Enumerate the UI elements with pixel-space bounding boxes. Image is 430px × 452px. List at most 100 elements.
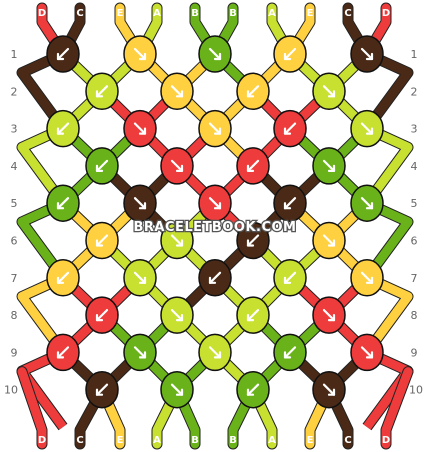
arrow-down-right-icon	[322, 234, 336, 247]
row-number-left: 6	[11, 235, 18, 248]
knot	[236, 370, 270, 409]
bottom-strand-label: D	[382, 435, 390, 446]
top-strand-label: E	[307, 8, 314, 19]
row-number-left: 4	[11, 160, 18, 173]
arrow-down-right-icon	[208, 47, 222, 61]
knot	[46, 259, 80, 297]
knot	[85, 72, 119, 111]
top-strand-label: A	[153, 8, 161, 19]
arrow-down-right-icon	[133, 122, 147, 135]
arrow-down-left-icon	[95, 234, 109, 247]
knot	[273, 184, 307, 222]
arrow-down-right-icon	[360, 271, 374, 284]
knot	[160, 72, 194, 111]
row-number-right: 1	[411, 48, 418, 61]
knot	[312, 296, 346, 334]
top-strand-label: D	[382, 8, 390, 19]
row-number-right: 9	[411, 346, 418, 359]
row-number-left: 8	[11, 309, 18, 322]
arrow-down-left-icon	[283, 122, 297, 135]
bottom-strand-label: E	[307, 435, 314, 446]
watermark: BRACELETBOOK.COM	[134, 220, 297, 235]
knot	[46, 109, 80, 148]
arrow-down-left-icon	[95, 85, 109, 98]
knot	[123, 109, 157, 148]
knot	[198, 333, 232, 372]
knot	[350, 109, 384, 148]
knot	[350, 259, 384, 297]
arrow-down-right-icon	[133, 47, 147, 61]
arrow-down-left-icon	[56, 346, 70, 359]
knot	[160, 221, 194, 260]
arrow-down-left-icon	[283, 346, 297, 359]
knot	[236, 296, 270, 334]
arrow-down-right-icon	[208, 122, 222, 135]
top-strand-label: A	[268, 8, 276, 19]
top-strand-label: C	[76, 8, 83, 19]
bottom-strand-label: E	[117, 435, 124, 446]
row-number-left: 3	[11, 123, 18, 136]
knot	[198, 259, 232, 297]
arrow-down-left-icon	[246, 234, 260, 247]
bottom-strand-label: A	[268, 435, 276, 446]
row-number-left: 1	[11, 48, 18, 61]
knot	[46, 35, 80, 73]
bottom-strand-label: D	[38, 435, 46, 446]
row-number-right: 7	[411, 272, 418, 285]
arrow-down-left-icon	[56, 197, 70, 210]
arrow-down-left-icon	[95, 159, 109, 172]
row-number-left: 5	[11, 197, 18, 210]
row-number-right: 10	[409, 384, 423, 397]
knot	[85, 370, 119, 409]
arrow-down-right-icon	[170, 234, 184, 247]
bottom-strand-label: B	[229, 435, 237, 446]
knot	[312, 221, 346, 260]
arrow-down-left-icon	[56, 47, 70, 61]
arrow-down-left-icon	[283, 271, 297, 284]
bottom-strand	[17, 367, 47, 449]
knot	[160, 147, 194, 185]
knot	[236, 147, 270, 185]
top-strand-label: B	[191, 8, 199, 19]
arrow-down-right-icon	[208, 346, 222, 359]
top-strand-label: D	[38, 8, 46, 19]
knot	[123, 333, 157, 372]
knot	[236, 72, 270, 111]
arrow-down-left-icon	[246, 85, 260, 98]
knot	[123, 184, 157, 222]
knot	[46, 184, 80, 222]
arrow-down-left-icon	[246, 159, 260, 172]
knot	[46, 333, 80, 372]
arrow-down-right-icon	[322, 309, 336, 322]
arrow-down-right-icon	[170, 309, 184, 322]
knot	[85, 296, 119, 334]
bottom-strand	[381, 367, 413, 449]
knot	[160, 296, 194, 334]
knot	[273, 333, 307, 372]
knot	[198, 109, 232, 148]
arrow-down-right-icon	[133, 197, 147, 210]
row-number-right: 8	[411, 309, 418, 322]
knot	[85, 221, 119, 260]
top-strand-label: E	[117, 8, 124, 19]
knot	[273, 109, 307, 148]
knot	[123, 35, 157, 73]
knot	[350, 333, 384, 372]
arrow-down-right-icon	[322, 85, 336, 98]
arrow-down-right-icon	[322, 159, 336, 172]
knot	[236, 221, 270, 260]
knot-layer	[46, 35, 384, 409]
arrow-down-left-icon	[95, 383, 109, 396]
knot	[312, 370, 346, 409]
top-strand-label: B	[229, 8, 237, 19]
knot	[273, 259, 307, 297]
arrow-down-right-icon	[360, 122, 374, 135]
knot	[123, 259, 157, 297]
bottom-strand-label: A	[153, 435, 161, 446]
row-number-right: 6	[411, 235, 418, 248]
bottom-strand-label: C	[76, 435, 83, 446]
top-strand-label: C	[344, 8, 351, 19]
arrow-down-right-icon	[133, 271, 147, 284]
